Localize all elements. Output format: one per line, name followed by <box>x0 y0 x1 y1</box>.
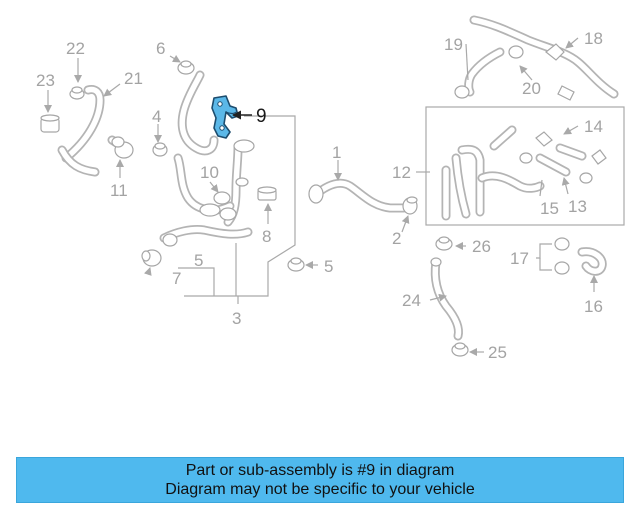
hose-group-12 <box>441 125 545 221</box>
callout-10: 10 <box>200 163 219 182</box>
bracket-9 <box>211 95 239 139</box>
callout-7: 7 <box>172 269 181 288</box>
callout-21: 21 <box>124 69 143 88</box>
callout-16: 16 <box>584 297 603 316</box>
callout-22: 22 <box>66 39 85 58</box>
callout-3: 3 <box>232 309 241 328</box>
callout-6: 6 <box>156 39 165 58</box>
callout-13: 13 <box>568 197 587 216</box>
clamp-22 <box>69 86 85 100</box>
fitting-11 <box>107 135 134 159</box>
hose-19 <box>454 45 524 99</box>
clamp-10 <box>213 191 231 205</box>
callout-18: 18 <box>584 29 603 48</box>
callout-4: 4 <box>152 107 161 126</box>
fitting-7 <box>141 233 178 267</box>
callout-23: 23 <box>36 71 55 90</box>
clamp-23 <box>40 114 60 133</box>
banner-line-1: Part or sub-assembly is #9 in diagram <box>185 462 455 479</box>
callout-14: 14 <box>584 117 603 136</box>
pipe-18 <box>469 15 619 101</box>
callout-24: 24 <box>402 291 421 310</box>
clamps-17 <box>554 237 570 275</box>
callout-5b: 5 <box>324 257 333 276</box>
callout-1: 1 <box>332 143 341 162</box>
hose-1 <box>308 178 409 213</box>
banner-line-2: Diagram may not be specific to your vehi… <box>165 481 475 498</box>
clamps-14 <box>519 131 607 184</box>
callout-9: 9 <box>256 106 267 127</box>
callout-2: 2 <box>392 229 401 248</box>
callout-5a: 5 <box>194 251 203 270</box>
clamp-5b <box>287 257 305 272</box>
detail-box <box>425 106 625 226</box>
hose-21 <box>57 85 105 177</box>
hose-24 <box>430 257 463 341</box>
clamp-25 <box>451 342 469 357</box>
callout-17: 17 <box>510 249 529 268</box>
connector-8 <box>257 186 277 201</box>
callout-20: 20 <box>522 79 541 98</box>
callout-11: 11 <box>110 181 128 200</box>
hose-13 <box>535 143 587 177</box>
clamp-2 <box>402 196 418 215</box>
hose-assembly-3 <box>159 70 255 243</box>
callout-25: 25 <box>488 343 507 362</box>
callout-19: 19 <box>444 35 463 54</box>
callout-15: 15 <box>540 199 559 218</box>
callout-26: 26 <box>472 237 491 256</box>
parts-diagram: 22 23 21 11 6 4 10 8 5 7 5 3 9 1 2 12 19… <box>36 15 625 362</box>
clamp-6 <box>177 60 195 75</box>
hose-16 <box>577 247 607 276</box>
callout-12: 12 <box>392 163 411 182</box>
info-banner: Part or sub-assembly is #9 in diagram Di… <box>16 457 624 503</box>
clamp-4 <box>152 142 168 157</box>
callout-8: 8 <box>262 227 271 246</box>
clamp-26 <box>435 236 453 251</box>
